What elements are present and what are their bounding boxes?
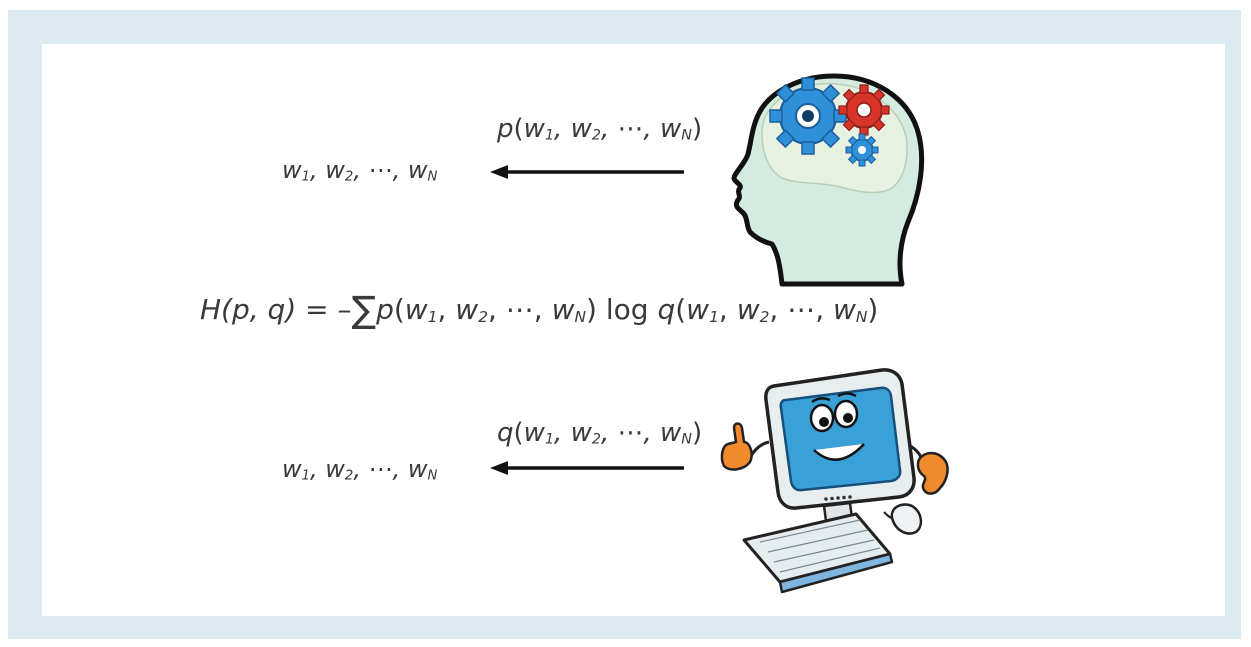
bottom-arrow bbox=[490, 461, 684, 475]
cartoon-computer-icon bbox=[720, 368, 949, 594]
top-arrow bbox=[490, 165, 684, 179]
human-head-with-gears-icon bbox=[731, 73, 925, 287]
cross-entropy-formula: H(p, q) = –∑p(w1, w2, ⋯, wN) log q(w1, w… bbox=[200, 288, 879, 331]
bottom-sequence: w1, w2, ⋯, wN bbox=[282, 455, 438, 484]
bottom-distribution-label: q(w1, w2, ⋯, wN) bbox=[497, 418, 703, 448]
top-sequence: w1, w2, ⋯, wN bbox=[282, 156, 438, 185]
diagram-panel bbox=[42, 44, 1225, 616]
top-distribution-label: p(w1, w2, ⋯, wN) bbox=[497, 114, 703, 144]
